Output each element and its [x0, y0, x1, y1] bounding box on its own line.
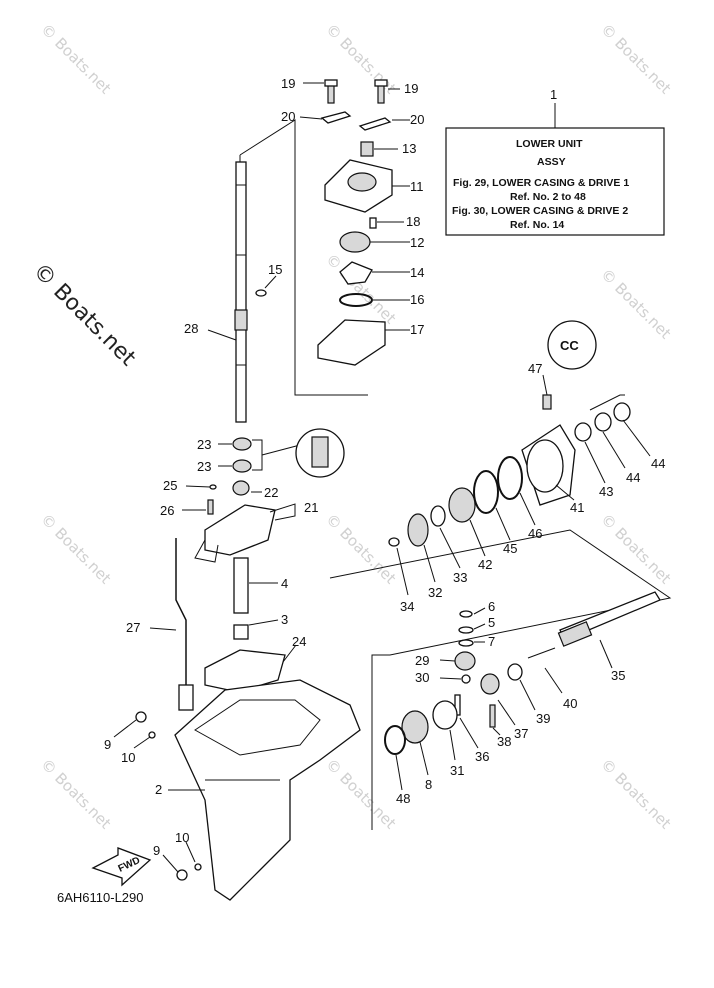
callout: 10 [175, 830, 189, 845]
gear-housing-group: CC [388, 320, 631, 547]
water-pump [317, 79, 393, 366]
callout: 28 [184, 321, 198, 336]
callout: 25 [163, 478, 177, 493]
callout: 12 [410, 235, 424, 250]
info-box-line1: LOWER UNIT [516, 138, 583, 150]
watermark-main: © Boats.net [28, 259, 141, 372]
callout: 32 [428, 585, 442, 600]
callout: 31 [450, 763, 464, 778]
callout: 40 [563, 696, 577, 711]
group-outline [239, 119, 368, 396]
callout: 29 [415, 653, 429, 668]
callout: 27 [126, 620, 140, 635]
callout: 45 [503, 541, 517, 556]
callout: 47 [528, 361, 542, 376]
watermark: © Boats.net [597, 265, 675, 343]
callout: 22 [264, 485, 278, 500]
callout: 4 [281, 576, 288, 591]
leader-lines [113, 82, 651, 873]
callout: 13 [402, 141, 416, 156]
callout: 38 [497, 734, 511, 749]
callout: 3 [281, 612, 288, 627]
callout: 35 [611, 668, 625, 683]
watermark: © Boats.net [37, 20, 115, 98]
callouts: 19 19 20 20 13 11 18 12 14 16 17 15 28 2… [104, 76, 665, 858]
gasket-24 [204, 649, 286, 693]
info-box-line3: Fig. 29, LOWER CASING & DRIVE 1 [453, 177, 629, 189]
info-box-line2: ASSY [537, 156, 566, 168]
callout: 24 [292, 634, 306, 649]
bolt-9 [135, 711, 147, 723]
callout: 42 [478, 557, 492, 572]
callout: 23 [197, 459, 211, 474]
callout: 7 [488, 634, 495, 649]
callout: 19 [281, 76, 295, 91]
diagram-code: 6AH6110-L290 [57, 890, 144, 905]
callout: 18 [406, 214, 420, 229]
bolt-9 [176, 869, 188, 881]
callout: 17 [410, 322, 424, 337]
tube-4 [233, 557, 249, 614]
washer-10 [194, 863, 202, 871]
info-box: 1 LOWER UNIT ASSY Fig. 29, LOWER CASING … [445, 87, 665, 236]
callout: 9 [104, 737, 111, 752]
info-box-line6: Ref. No. 14 [510, 219, 564, 231]
watermark: © Boats.net [37, 755, 115, 833]
watermark: © Boats.net [37, 510, 115, 588]
callout: 44 [626, 470, 640, 485]
callout: 41 [570, 500, 584, 515]
watermark: © Boats.net [597, 755, 675, 833]
callout: 23 [197, 437, 211, 452]
callout: 6 [488, 599, 495, 614]
callout: 48 [396, 791, 410, 806]
callout: 33 [453, 570, 467, 585]
collar-3 [233, 624, 249, 640]
watermark: © Boats.net [322, 250, 400, 328]
callout: 19 [404, 81, 418, 96]
callout: 37 [514, 726, 528, 741]
callout: 30 [415, 670, 429, 685]
callout: 2 [155, 782, 162, 797]
watermark: © Boats.net [597, 510, 675, 588]
info-box-line5: Fig. 30, LOWER CASING & DRIVE 2 [452, 205, 628, 217]
key-15 [255, 289, 267, 297]
callout: 46 [528, 526, 542, 541]
prop-shaft-group [384, 591, 661, 755]
callout: 43 [599, 484, 613, 499]
callout: 36 [475, 749, 489, 764]
callout: 26 [160, 503, 174, 518]
callout: 5 [488, 615, 495, 630]
callout: 15 [268, 262, 282, 277]
watermark: © Boats.net [322, 755, 400, 833]
info-box-line4: Ref. No. 2 to 48 [510, 191, 586, 203]
callout: 21 [304, 500, 318, 515]
watermark: © Boats.net [322, 510, 400, 588]
callout: 8 [425, 777, 432, 792]
cc-label: CC [560, 338, 579, 353]
callout: 9 [153, 843, 160, 858]
lower-casing [174, 679, 361, 901]
shift-rod [175, 538, 187, 690]
callout: 34 [400, 599, 414, 614]
callout: 20 [281, 109, 295, 124]
callout: 10 [121, 750, 135, 765]
group-outline [329, 529, 672, 830]
watermark: © Boats.net [597, 20, 675, 98]
bearing-group [194, 428, 345, 563]
callout: 11 [410, 179, 424, 194]
callout: 39 [536, 711, 550, 726]
callout: 16 [410, 292, 424, 307]
drive-shaft [234, 161, 248, 423]
washer-10 [148, 731, 156, 739]
fwd-arrow: FWD [91, 847, 152, 887]
callout: 20 [410, 112, 424, 127]
callout-1: 1 [550, 87, 557, 102]
callout: 14 [410, 265, 424, 280]
callout: 44 [651, 456, 665, 471]
